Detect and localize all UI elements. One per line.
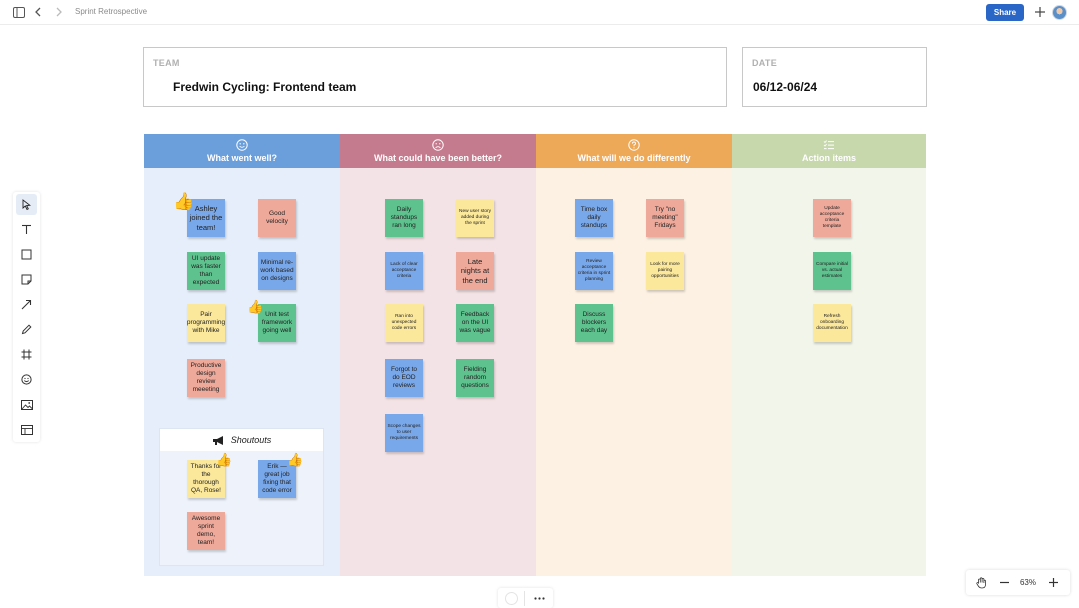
bottom-toolbar <box>498 588 553 608</box>
zoom-level[interactable]: 63% <box>1019 578 1036 587</box>
column-title: What will we do differently <box>577 153 691 163</box>
more-icon[interactable] <box>532 593 546 603</box>
sticky-note[interactable]: Erik — great job fixing that code error <box>258 460 296 498</box>
column-header: What could have been better? <box>340 134 536 168</box>
top-bar: Sprint Retrospective Share <box>0 0 1079 25</box>
sticky-note[interactable]: Good velocity <box>258 199 296 237</box>
sticky-note[interactable]: Look for more pairing opportunities <box>646 252 684 290</box>
divider <box>524 591 525 606</box>
pointer-icon[interactable] <box>16 194 37 215</box>
sticky-note[interactable]: Awesome sprint demo, team! <box>187 512 225 550</box>
sticky-note[interactable]: Try "no meeting" Fridays <box>646 199 684 237</box>
sticky-note[interactable]: Fielding random questions <box>456 359 494 397</box>
forward-icon[interactable] <box>51 4 67 20</box>
thumbs-up-icon[interactable]: 👍 <box>287 452 304 467</box>
sticky-note[interactable]: Discuss blockers each day <box>575 304 613 342</box>
sticky-note[interactable]: Refresh onboarding documentation <box>813 304 851 342</box>
megaphone-icon <box>212 435 223 445</box>
sticky-note[interactable]: Unit test framework going well <box>258 304 296 342</box>
sticky-note[interactable]: Lack of clear acceptance criteria <box>385 252 423 290</box>
sticky-note[interactable]: Thanks for the thorough QA, Rose! <box>187 460 225 498</box>
list-icon <box>823 140 834 150</box>
team-label: TEAM <box>153 58 180 68</box>
template-icon[interactable] <box>16 419 37 440</box>
thumbs-up-icon[interactable]: 👍 <box>173 192 195 211</box>
column-header: Action items <box>732 134 926 168</box>
color-swatch-icon[interactable] <box>505 592 518 605</box>
shoutouts-header: Shoutouts <box>160 429 323 451</box>
document-title[interactable]: Sprint Retrospective <box>75 7 148 16</box>
date-label: DATE <box>752 58 778 68</box>
question-icon <box>628 139 640 151</box>
thumbs-up-icon[interactable]: 👍 <box>247 299 264 314</box>
zoom-out-button[interactable] <box>994 570 1014 595</box>
sticky-note[interactable]: Ran into unexpected code errors <box>385 304 423 342</box>
column-body[interactable] <box>340 168 536 576</box>
team-name: Fredwin Cycling: Frontend team <box>173 80 357 94</box>
sticky-note[interactable]: Minimal re-work based on designs <box>258 252 296 290</box>
sticky-note[interactable]: UI update was faster than expected <box>187 252 225 290</box>
zoom-in-button[interactable] <box>1043 570 1063 595</box>
sticky-note[interactable]: Ashley joined the team! <box>187 199 225 237</box>
date-value: 06/12-06/24 <box>753 80 818 94</box>
sticky-note[interactable]: New user story added during the sprint <box>456 199 494 237</box>
frame-icon[interactable] <box>16 344 37 365</box>
sticky-note[interactable]: Late nights at the end <box>456 252 494 290</box>
team-box[interactable]: TEAM Fredwin Cycling: Frontend team <box>143 47 727 107</box>
shoutouts-section[interactable]: Shoutouts <box>159 428 324 566</box>
column-could-be-better: What could have been better? <box>340 134 536 576</box>
plus-icon <box>1048 578 1058 587</box>
pen-icon[interactable] <box>16 319 37 340</box>
emoji-icon[interactable] <box>16 369 37 390</box>
arrow-icon[interactable] <box>16 294 37 315</box>
date-box[interactable]: DATE 06/12-06/24 <box>742 47 927 107</box>
frown-icon <box>432 139 444 151</box>
column-title: What could have been better? <box>373 153 503 163</box>
add-icon[interactable] <box>1032 4 1048 20</box>
avatar[interactable] <box>1052 5 1067 20</box>
text-icon[interactable] <box>16 219 37 240</box>
sidebar-toggle-icon[interactable] <box>11 4 27 20</box>
tool-palette <box>13 192 40 442</box>
image-icon[interactable] <box>16 394 37 415</box>
column-body[interactable] <box>536 168 732 576</box>
column-title: What went well? <box>206 153 277 163</box>
back-icon[interactable] <box>30 4 46 20</box>
column-do-differently: What will we do differently <box>536 134 732 576</box>
sticky-note[interactable]: Scope changes to user requirements <box>385 414 423 452</box>
sticky-note[interactable]: Compare initial vs. actual estimates <box>813 252 851 290</box>
shoutouts-title: Shoutouts <box>230 435 272 445</box>
minus-icon <box>999 581 1009 584</box>
thumbs-up-icon[interactable]: 👍 <box>216 452 233 467</box>
zoom-controls: 63% <box>966 570 1070 595</box>
column-header: What will we do differently <box>536 134 732 168</box>
rectangle-icon[interactable] <box>16 244 37 265</box>
smile-icon <box>236 139 248 151</box>
sticky-note[interactable]: Pair programming with Mike <box>187 304 225 342</box>
sticky-note[interactable]: Forgot to do EOD reviews <box>385 359 423 397</box>
sticky-note[interactable]: Time box daily standups <box>575 199 613 237</box>
column-title: Action items <box>801 153 856 163</box>
sticky-note[interactable]: Feedback on the UI was vague <box>456 304 494 342</box>
column-header: What went well? <box>144 134 340 168</box>
sticky-note[interactable]: Update acceptance criteria template <box>813 199 851 237</box>
sticky-note[interactable]: Productive design review meeeting <box>187 359 225 397</box>
hand-icon[interactable] <box>970 570 992 595</box>
sticky-note[interactable]: Daily standups ran long <box>385 199 423 237</box>
sticky-note-icon[interactable] <box>16 269 37 290</box>
sticky-note[interactable]: Review acceptance criteria in sprint pla… <box>575 252 613 290</box>
share-button[interactable]: Share <box>986 4 1024 21</box>
